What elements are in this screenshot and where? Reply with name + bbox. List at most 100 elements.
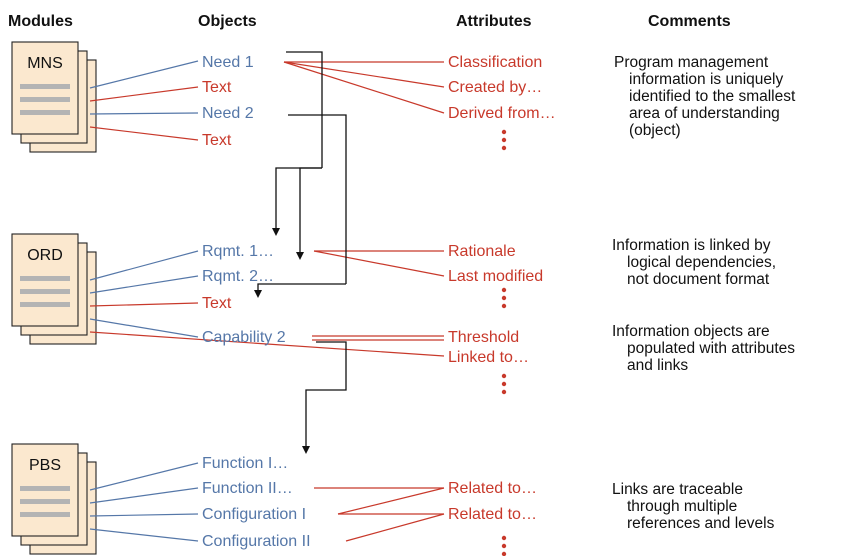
object-need2: Need 2 xyxy=(202,105,254,122)
header-attributes: Attributes xyxy=(456,13,532,30)
ellipsis-dot xyxy=(501,389,507,395)
trace-arrow xyxy=(302,341,347,454)
trace-arrow xyxy=(286,51,323,168)
module-stack-pbs: PBS xyxy=(11,443,97,555)
object-func1: Function I… xyxy=(202,455,288,472)
header-modules: Modules xyxy=(8,13,73,30)
object-rqmt1: Rqmt. 1… xyxy=(202,243,274,260)
link-line xyxy=(89,250,199,281)
header-comments: Comments xyxy=(648,13,731,30)
object-cap2: Capability 2 xyxy=(202,329,286,346)
link-line xyxy=(89,487,199,504)
ellipsis-dot xyxy=(501,303,507,309)
ellipsis-dot xyxy=(501,145,507,151)
trace-arrow xyxy=(296,167,322,260)
module-label: ORD xyxy=(27,247,63,264)
link-line xyxy=(89,318,199,338)
ellipsis-dot xyxy=(501,381,507,387)
link-line xyxy=(337,487,445,515)
object-conf1: Configuration I xyxy=(202,506,306,523)
link-line xyxy=(89,126,199,141)
module-label: PBS xyxy=(29,457,61,474)
object-rqmt2: Rqmt. 2… xyxy=(202,268,274,285)
ellipsis-dot xyxy=(501,295,507,301)
comment-line: not document format xyxy=(627,271,770,288)
document-text-line xyxy=(20,302,70,307)
link-line xyxy=(89,112,199,115)
comment-line: information is uniquely xyxy=(629,71,783,88)
trace-arrows xyxy=(254,51,347,454)
object-conf2: Configuration II xyxy=(202,533,311,550)
document-text-line xyxy=(20,84,70,89)
ellipsis-dots-4 xyxy=(501,535,507,556)
comment-line: area of understanding xyxy=(629,105,780,122)
document-text-line xyxy=(20,486,70,491)
object-text1: Text xyxy=(202,79,232,96)
comment-line: through multiple xyxy=(627,498,737,515)
attribute-related-to-2: Related to… xyxy=(448,506,537,523)
attribute-rationale: Rationale xyxy=(448,243,516,260)
comment-line: Information is linked by xyxy=(612,237,771,254)
trace-arrow xyxy=(272,167,322,236)
object-need1: Need 1 xyxy=(202,54,254,71)
module-stack-mns: MNS xyxy=(11,41,97,153)
document-text-line xyxy=(20,276,70,281)
object-func2: Function II… xyxy=(202,480,293,497)
comment-line: populated with attributes xyxy=(627,340,795,357)
link-line xyxy=(89,60,199,89)
ellipsis-dots-3 xyxy=(501,373,507,395)
module-stacks: MNS ORD PBS xyxy=(11,41,97,555)
attribute-threshold: Threshold xyxy=(448,329,519,346)
document-text-line xyxy=(20,289,70,294)
link-lines xyxy=(89,60,445,542)
header-objects: Objects xyxy=(198,13,257,30)
object-text2: Text xyxy=(202,132,232,149)
ellipsis-dot xyxy=(501,129,507,135)
link-line xyxy=(89,462,199,491)
link-line xyxy=(283,61,445,88)
ellipsis-dot xyxy=(501,373,507,379)
ellipsis-dot xyxy=(501,551,507,556)
comment-line: (object) xyxy=(629,122,681,139)
comment-line: Information objects are xyxy=(612,323,770,340)
link-line xyxy=(89,86,199,102)
ellipsis-dot xyxy=(501,287,507,293)
object-text3: Text xyxy=(202,295,232,312)
link-line xyxy=(89,528,199,542)
link-line xyxy=(89,331,445,357)
module-label: MNS xyxy=(27,55,63,72)
link-line xyxy=(89,302,199,307)
document-text-line xyxy=(20,97,70,102)
link-line xyxy=(89,275,199,294)
comment-line: and links xyxy=(627,357,688,374)
trace-arrow xyxy=(288,114,347,284)
attribute-related-to-1: Related to… xyxy=(448,480,537,497)
link-line xyxy=(89,513,199,517)
ellipsis-dots xyxy=(501,129,507,556)
comment-line: Links are traceable xyxy=(612,481,743,498)
link-line xyxy=(345,513,445,542)
ellipsis-dot xyxy=(501,543,507,549)
document-text-line xyxy=(20,512,70,517)
ellipsis-dot xyxy=(501,137,507,143)
ellipsis-dots-1 xyxy=(501,129,507,151)
attribute-last-modified: Last modified xyxy=(448,268,543,285)
comment-line: identified to the smallest xyxy=(629,88,796,105)
document-text-line xyxy=(20,499,70,504)
document-text-line xyxy=(20,110,70,115)
attribute-linked-to: Linked to… xyxy=(448,349,529,366)
link-line xyxy=(313,250,445,277)
module-stack-ord: ORD xyxy=(11,233,97,345)
ellipsis-dots-2 xyxy=(501,287,507,309)
link-line xyxy=(283,61,445,114)
attribute-classification: Classification xyxy=(448,54,542,71)
attribute-created-by: Created by… xyxy=(448,79,542,96)
comment-line: references and levels xyxy=(627,515,775,532)
